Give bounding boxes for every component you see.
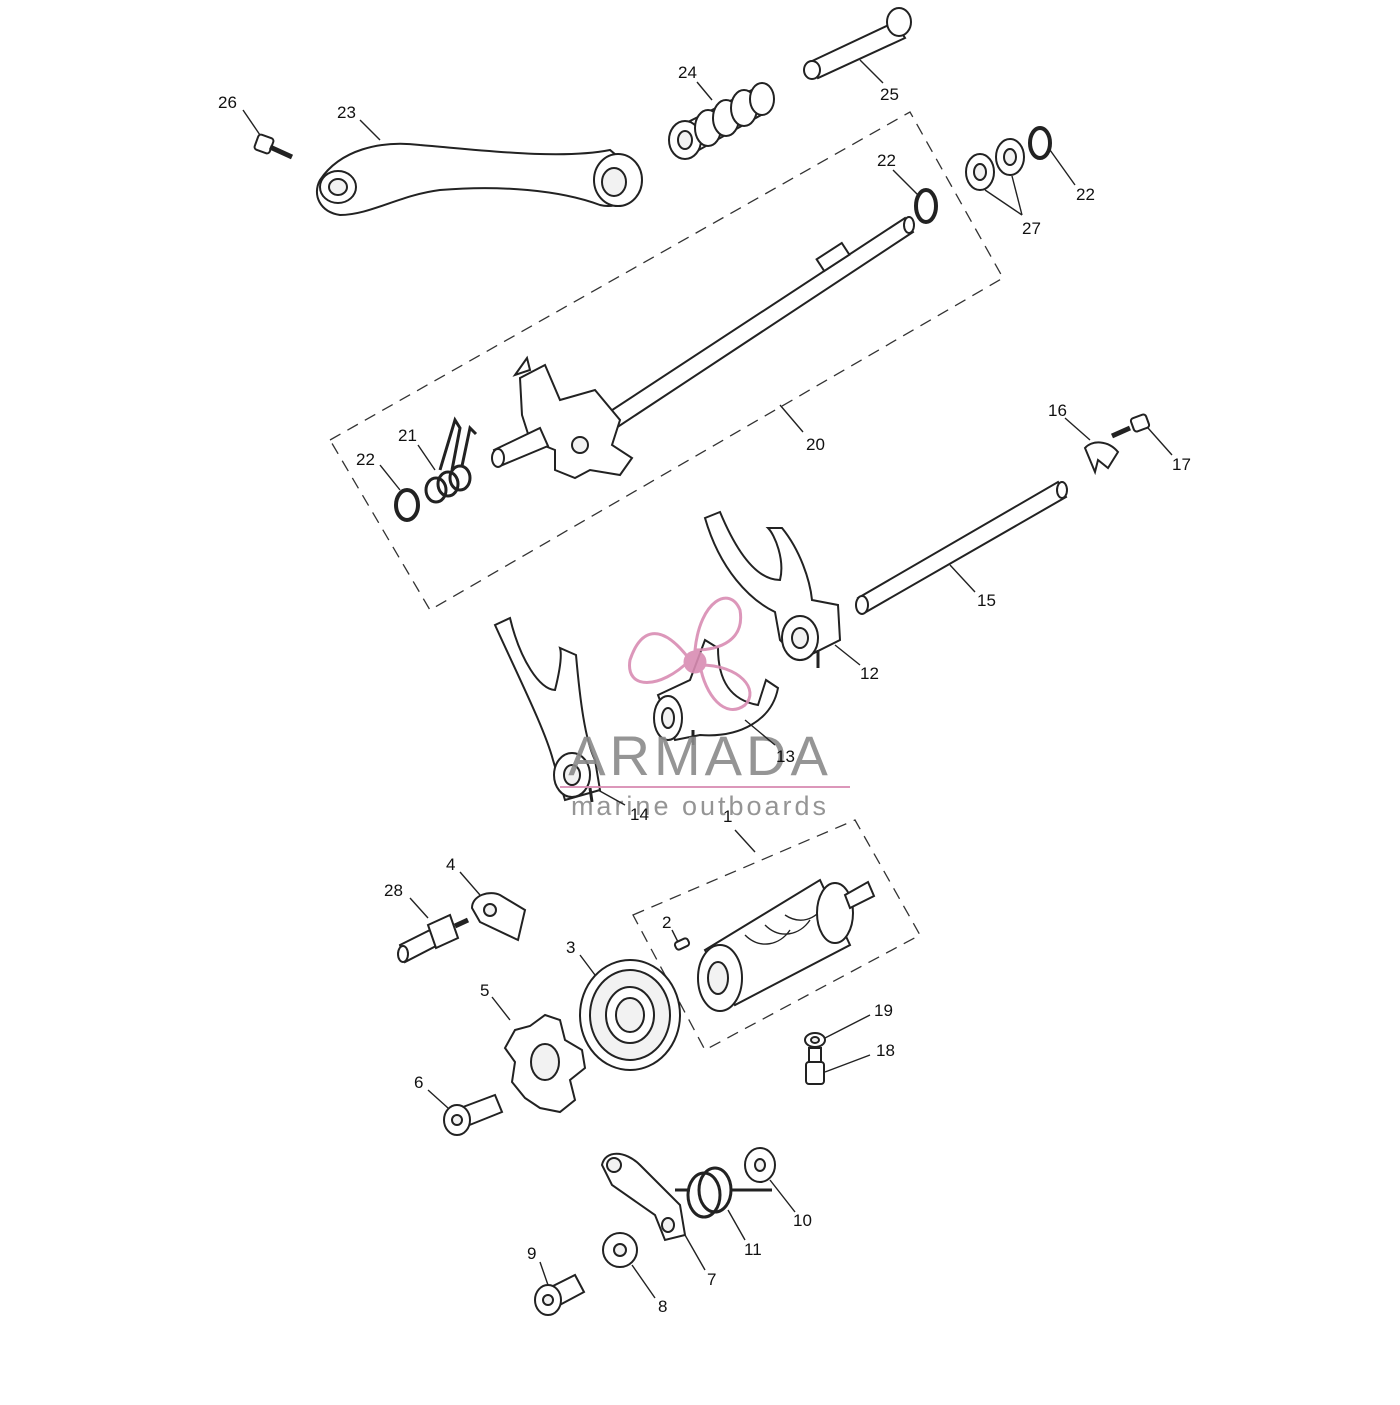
shift-shaft-20	[491, 216, 915, 480]
bolt-28	[253, 133, 294, 160]
leader-lines	[242, 59, 1173, 1299]
washer-19	[804, 1032, 826, 1048]
return-spring-21	[424, 416, 478, 504]
callout-9: 9	[527, 1244, 536, 1263]
callout-5: 5	[480, 981, 489, 1000]
callout-28: 26	[218, 93, 237, 112]
callout-25: 23	[337, 103, 356, 122]
callout-24: 27	[1022, 219, 1041, 238]
fork-rod-15	[855, 480, 1068, 615]
callout-18: 18	[876, 1041, 895, 1060]
callout-4: 4	[446, 855, 455, 874]
callout-23: 28	[384, 881, 403, 900]
propeller-logo-icon	[628, 596, 752, 711]
bolt-23	[397, 913, 470, 964]
callout-11: 11	[744, 1240, 762, 1259]
callout-13: 13	[776, 747, 795, 766]
pedal-pin-27	[803, 7, 912, 80]
pedal-rubber-26	[668, 82, 775, 160]
spring-11	[675, 1166, 772, 1219]
callout-21: 21	[398, 426, 417, 445]
star-cam-5	[503, 1013, 587, 1114]
shift-drum-1	[697, 878, 876, 1012]
assembly-1-outline	[632, 819, 921, 1051]
callout-10: 10	[793, 1211, 812, 1230]
bearing-3	[579, 959, 681, 1071]
callout-labels: 26 23 24 25 22 22 27 20 21 22 16 17 15 1…	[218, 63, 1191, 1316]
callout-17: 17	[1172, 455, 1191, 474]
callout-22-left: 22	[356, 450, 375, 469]
assembly-20-outline	[329, 111, 1004, 611]
watermark-subtitle: marine outboards	[571, 791, 829, 821]
shift-fork-13	[653, 638, 780, 745]
callout-6: 6	[414, 1073, 423, 1092]
circlip-22-left	[394, 488, 420, 522]
washer-8	[602, 1232, 638, 1268]
switch-18	[805, 1047, 825, 1085]
callout-20: 20	[806, 435, 825, 454]
callout-15: 15	[977, 591, 996, 610]
callout-2: 2	[662, 913, 671, 932]
bolt-9	[534, 1273, 586, 1316]
callout-27: 25	[880, 85, 899, 104]
callout-22-right: 22	[1076, 185, 1095, 204]
circlip-22-outer	[1028, 126, 1052, 160]
callout-22-top: 22	[877, 151, 896, 170]
callout-3: 3	[566, 938, 575, 957]
stopper-lever-7	[600, 1152, 687, 1242]
bolt-6	[443, 1093, 504, 1136]
callout-1: 1	[723, 807, 732, 826]
callout-7: 7	[707, 1270, 716, 1289]
callout-14: 14	[630, 805, 649, 824]
shift-pedal-25	[315, 142, 643, 217]
shift-fork-12	[703, 510, 842, 668]
watermark-title: ARMADA	[568, 724, 832, 787]
pin-2	[673, 937, 691, 951]
callout-26: 24	[678, 63, 697, 82]
callout-8: 8	[658, 1297, 667, 1316]
callout-12: 12	[860, 664, 879, 683]
stopper-plate-16	[1083, 441, 1120, 476]
screw-17	[1110, 413, 1151, 439]
plate-4	[470, 892, 527, 942]
washer-10	[744, 1147, 776, 1183]
callout-19: 19	[874, 1001, 893, 1020]
callout-16: 16	[1048, 401, 1067, 420]
circlip-22-shaft-end	[914, 188, 938, 224]
washers-24	[965, 138, 1025, 191]
watermark: ARMADA marine outboards	[560, 596, 850, 821]
